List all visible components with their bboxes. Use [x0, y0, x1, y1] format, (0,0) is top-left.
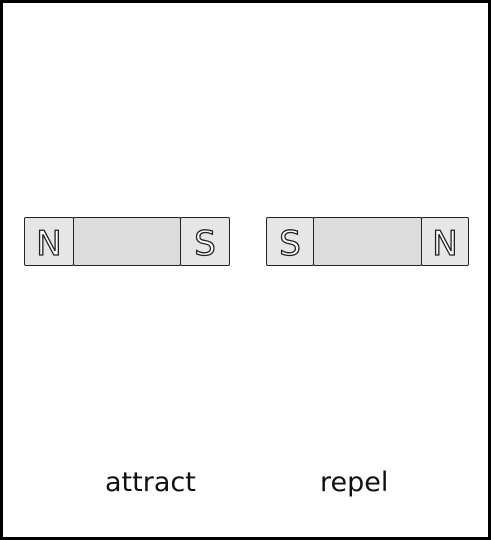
- magnet-body: [313, 217, 422, 266]
- caption-repel: repel: [320, 467, 389, 498]
- n-letter-icon: N: [36, 223, 63, 264]
- magnet-attract: N S: [24, 217, 230, 266]
- pole-s-right: S: [180, 217, 230, 266]
- s-letter-icon: S: [279, 223, 302, 264]
- caption-attract: attract: [105, 467, 196, 498]
- svg-text:N: N: [36, 224, 61, 264]
- magnet-body: [73, 217, 181, 266]
- pole-n-left: N: [24, 217, 74, 266]
- svg-text:N: N: [432, 224, 457, 264]
- s-letter-icon: S: [194, 223, 217, 264]
- n-letter-icon: N: [432, 223, 459, 264]
- svg-text:S: S: [279, 224, 301, 264]
- pole-n-right: N: [421, 217, 469, 266]
- pole-s-left: S: [266, 217, 314, 266]
- magnet-repel: S N: [266, 217, 469, 266]
- frame-bottom-edge: [0, 537, 491, 540]
- svg-text:S: S: [194, 224, 216, 264]
